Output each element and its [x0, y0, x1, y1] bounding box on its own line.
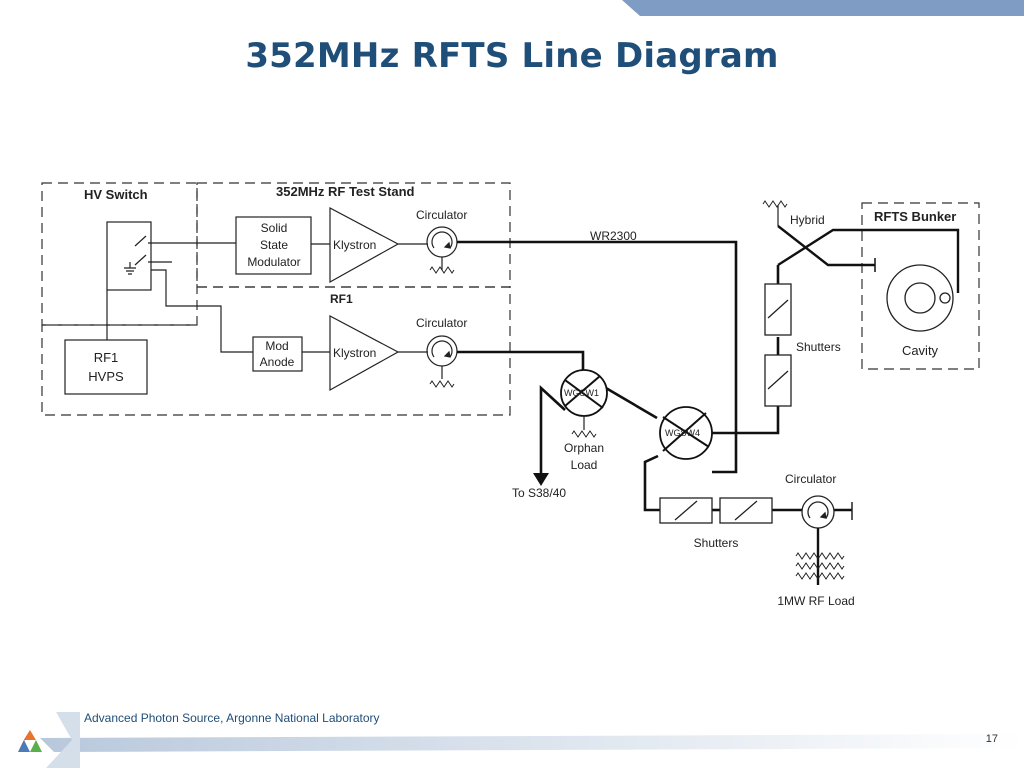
shutters-load-label: Shutters: [694, 536, 739, 550]
test-stand-group: [41, 182, 511, 416]
bunker-shutters: [764, 283, 792, 407]
test-stand-label: 352MHz RF Test Stand: [276, 184, 415, 199]
to-s38-label: To S38/40: [512, 486, 566, 500]
waveguide-label: WR2300: [590, 229, 637, 243]
wgsw1-switch: [560, 369, 608, 438]
top-accent-band: [622, 0, 1024, 16]
ssm-line-1: Solid: [261, 221, 288, 235]
wgsw1-label: WGSW1: [564, 388, 599, 398]
klystron-top: [329, 207, 400, 284]
klystron-bottom: [329, 315, 400, 392]
slide-title: 352MHz RFTS Line Diagram: [245, 36, 779, 76]
cavity-label: Cavity: [902, 343, 939, 358]
bunker-group: [861, 202, 980, 370]
ssm-line-3: Modulator: [247, 255, 300, 269]
solid-state-modulator-block: [235, 216, 312, 275]
circulator-mid-label: Circulator: [416, 316, 467, 330]
hvps-line-2: HVPS: [88, 369, 124, 384]
load-shutters: [659, 497, 773, 524]
orphan-load-line-1: Orphan: [564, 441, 604, 455]
hvps-line-1: RF1: [94, 350, 119, 365]
page-number: 17: [985, 733, 998, 745]
bunker-label: RFTS Bunker: [874, 209, 956, 224]
hv-switch-circuit: [106, 221, 253, 353]
circulator-top: [398, 226, 458, 274]
hybrid-label: Hybrid: [790, 213, 825, 227]
shutters-bunker-label: Shutters: [796, 340, 841, 354]
circulator-top-label: Circulator: [416, 208, 467, 222]
klystron-top-label: Klystron: [333, 238, 376, 252]
hybrid-coupler: [777, 225, 960, 293]
klystron-bottom-label: Klystron: [333, 346, 376, 360]
cavity: [886, 264, 954, 332]
circulator-load-label: Circulator: [785, 472, 836, 486]
circulator-mid: [398, 335, 458, 388]
hybrid-load: [762, 200, 788, 226]
hv-switch-label: HV Switch: [84, 187, 148, 202]
rf-load-label: 1MW RF Load: [777, 594, 854, 608]
circulator-load: [795, 495, 853, 585]
orphan-load-line-2: Load: [571, 458, 598, 472]
ssm-line-2: State: [260, 238, 288, 252]
hv-switch-group: [41, 182, 198, 326]
mod-anode-line-1: Mod: [265, 339, 288, 353]
drive-connections: [302, 243, 330, 353]
rf1-hvps-block: [64, 339, 148, 395]
footer-text: Advanced Photon Source, Argonne National…: [84, 711, 380, 725]
wgsw4-switch: [659, 406, 713, 460]
wgsw4-label: WGSW4: [665, 428, 700, 438]
mod-anode-line-2: Anode: [260, 355, 295, 369]
s38-arrow: [533, 473, 549, 486]
waveguide-lines: [457, 240, 852, 512]
rf1-label: RF1: [330, 292, 353, 306]
mod-anode-block: [252, 336, 303, 372]
